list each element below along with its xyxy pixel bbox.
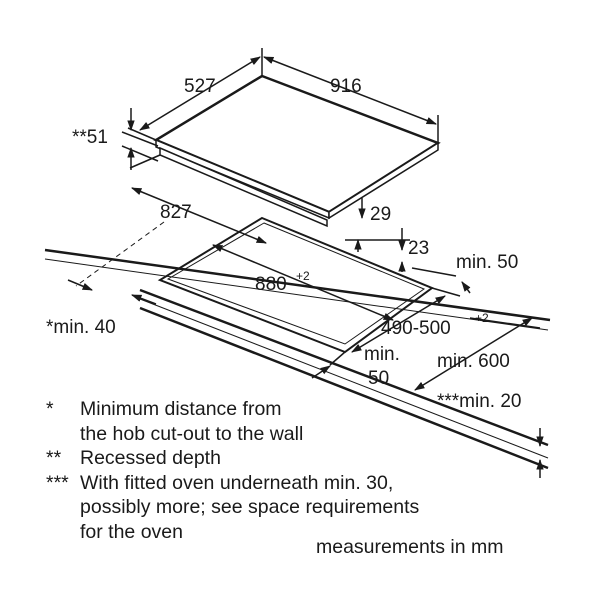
cutout-depth-dimension xyxy=(351,295,446,353)
hob-overhang-label: 827 xyxy=(160,202,192,223)
legend-text: Minimum distance from the hob cut-out to… xyxy=(80,398,304,445)
legend-mark: * xyxy=(46,398,54,420)
cutout-offset-label: 23 xyxy=(408,238,429,259)
worktop-depth-dimension xyxy=(414,317,533,391)
hob-width-dimension xyxy=(263,56,437,125)
hob xyxy=(153,74,441,228)
hob-overhang-extension xyxy=(129,154,161,169)
wall-distance-arrow-left xyxy=(67,279,93,291)
footnote-legend: * Minimum distance from the hob cut-out … xyxy=(46,397,419,544)
units-note: measurements in mm xyxy=(316,536,504,558)
legend-mark: *** xyxy=(46,471,69,494)
hob-overhang-dimension xyxy=(131,187,267,244)
legend-item-recessed-depth: ** Recessed depth xyxy=(46,446,419,471)
legend-item-oven-space: *** With fitted oven underneath min. 30,… xyxy=(46,471,419,545)
legend-text: Recessed depth xyxy=(80,447,221,469)
projection-dashed-line xyxy=(75,221,165,287)
legend-text: With fitted oven underneath min. 30, pos… xyxy=(80,471,420,543)
worktop-thickness-label: ***min. 20 xyxy=(437,391,522,412)
wall-distance-arrow-right xyxy=(131,294,157,305)
dimension-lines xyxy=(67,48,544,478)
cutout-depth-label: 490-500 xyxy=(381,318,451,339)
worktop-front-edge xyxy=(139,288,549,447)
hob-width-label: 916 xyxy=(330,76,362,97)
hob-recessed-body xyxy=(159,146,328,228)
hob-depth-label: 527 xyxy=(184,76,216,97)
back-margin-arrow-b xyxy=(461,281,471,294)
wall-distance-label: *min. 40 xyxy=(46,317,116,338)
front-margin-value: 50 xyxy=(368,368,389,389)
worktop-underside xyxy=(139,306,549,470)
recessed-depth-extension-top xyxy=(121,131,159,147)
worktop-depth-label: min. 600 xyxy=(437,351,510,372)
cutout-width-tolerance: +2 xyxy=(296,269,310,283)
legend-mark: ** xyxy=(46,447,62,469)
cutout-width-label: 880 xyxy=(255,274,287,295)
hob-depth-dimension xyxy=(139,56,261,131)
back-margin-label: min. 50 xyxy=(456,252,518,273)
cutout-depth-extension xyxy=(431,287,461,297)
front-margin-extension xyxy=(329,351,346,366)
front-margin-arrow xyxy=(311,365,331,379)
back-margin-leader xyxy=(411,267,457,277)
hob-height-label: 29 xyxy=(370,204,391,225)
worktop-front-edge-inner xyxy=(139,298,549,459)
front-margin-label: min. xyxy=(364,344,400,365)
recessed-depth-label: **51 xyxy=(72,127,108,148)
dimension-labels: 527 916 **51 827 29 23 min. 50 880 +2 49… xyxy=(46,76,522,412)
cutout-depth-tolerance: +2 xyxy=(475,311,489,325)
legend-item-wall-distance: * Minimum distance from the hob cut-out … xyxy=(46,397,419,446)
hob-depth-extension-left xyxy=(127,127,157,141)
hob-right-face xyxy=(328,141,439,220)
